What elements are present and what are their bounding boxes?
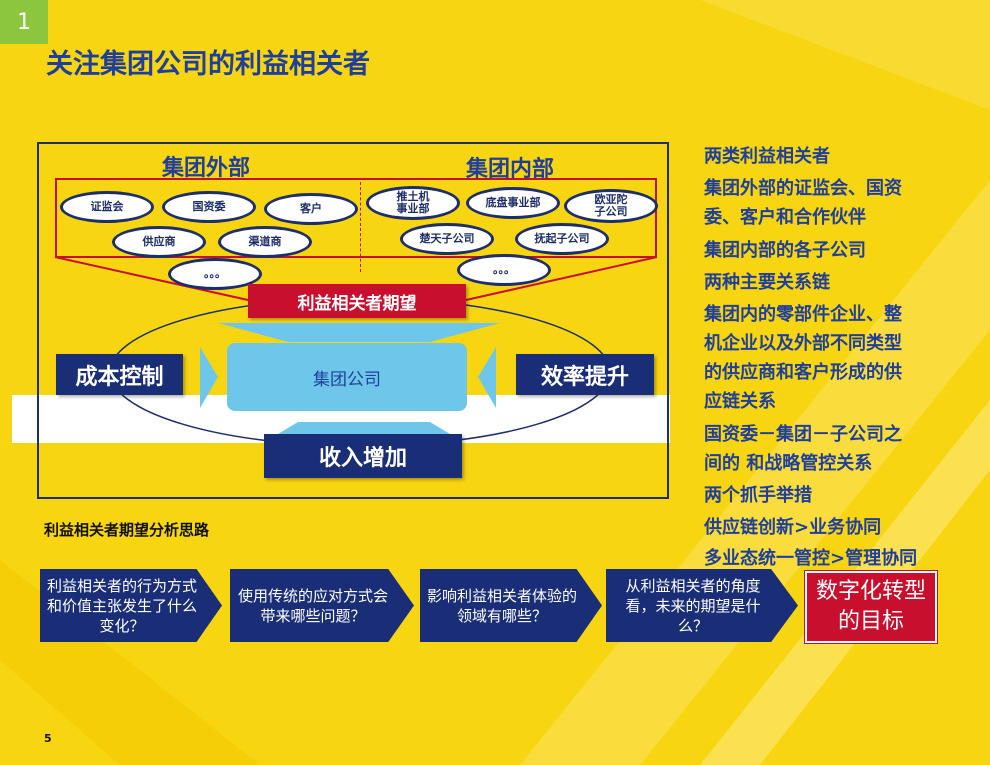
entity-oval: 推土机 事业部 (366, 186, 460, 220)
side-text-line: 两类利益相关者 (704, 146, 830, 167)
step-4: 从利益相关者的角度看，未来的期望是什么？ (606, 569, 798, 642)
funnel-left-line (54, 256, 249, 301)
side-text-line: 两种主要关系链 (704, 272, 830, 293)
side-text-line: 委、客户和合作伙伴 (704, 207, 866, 228)
down-arrow-shape (218, 323, 500, 342)
diagram-frame (37, 142, 669, 499)
goal-box: 数字化转型的目标 (804, 570, 938, 644)
internal-label: 集团内部 (466, 157, 555, 182)
entity-oval: 欧亚陀 子公司 (564, 189, 658, 223)
entity-oval: 供应商 (112, 226, 206, 258)
page-title: 关注集团公司的利益相关者 (46, 49, 370, 80)
entity-oval: 楚天子公司 (400, 223, 494, 255)
side-text-line: 国资委－集团－子公司之 (704, 424, 902, 445)
right-arrow-shape (478, 347, 496, 408)
entity-oval: 渠道商 (218, 226, 312, 258)
side-text-line: 多业态统一管控>管理协同 (704, 548, 918, 569)
side-text-line: 间的 和战略管控关系 (704, 453, 873, 474)
step-2-text: 使用传统的应对方式会带来哪些问题？ (237, 586, 388, 625)
step-1-text: 利益相关者的行为方式和价值主张发生了什么变化？ (46, 576, 197, 635)
side-text-line: 集团外部的证监会、国资 (704, 178, 902, 199)
stakeholder-box (55, 178, 657, 258)
entity-oval: 国资委 (162, 191, 256, 223)
efficiency-box: 效率提升 (516, 354, 654, 395)
external-label: 集团外部 (162, 156, 251, 181)
side-text-line: 的供应商和客户形成的供 (704, 362, 902, 383)
step-3: 影响利益相关者体验的领域有哪些？ (420, 569, 602, 642)
side-text-line: 集团内的零部件企业、整 (704, 304, 902, 325)
side-text-line: 供应链创新>业务协同 (704, 517, 882, 538)
group-company-box: 集团公司 (227, 343, 467, 411)
expectation-banner: 利益相关者期望 (248, 284, 466, 318)
cost-control-box: 成本控制 (56, 354, 183, 395)
side-text-line: 两个抓手举措 (704, 485, 812, 506)
entity-oval: 。。。 (457, 254, 551, 286)
left-arrow-shape (200, 347, 218, 408)
page-number: 5 (44, 732, 52, 745)
divider-line (360, 182, 361, 272)
step-2: 使用传统的应对方式会带来哪些问题？ (230, 569, 414, 642)
step-3-text: 影响利益相关者体验的领域有哪些？ (426, 586, 577, 625)
entity-oval: 。。。 (168, 258, 262, 290)
step-1: 利益相关者的行为方式和价值主张发生了什么变化？ (40, 569, 222, 642)
entity-oval: 证监会 (60, 191, 154, 223)
side-text-line: 应链关系 (704, 391, 776, 412)
slide-number: 1 (0, 0, 48, 44)
revenue-box: 收入增加 (264, 434, 462, 478)
analysis-label: 利益相关者期望分析思路 (44, 521, 210, 539)
entity-oval: 客户 (264, 193, 358, 225)
side-text-line: 集团内部的各子公司 (704, 240, 866, 261)
side-text-line: 机企业以及外部不同类型 (704, 333, 902, 354)
entity-oval: 抚起子公司 (515, 223, 609, 255)
entity-oval: 底盘事业部 (466, 187, 560, 219)
funnel-right-line (465, 256, 658, 301)
step-4-text: 从利益相关者的角度看，未来的期望是什么？ (625, 576, 761, 635)
